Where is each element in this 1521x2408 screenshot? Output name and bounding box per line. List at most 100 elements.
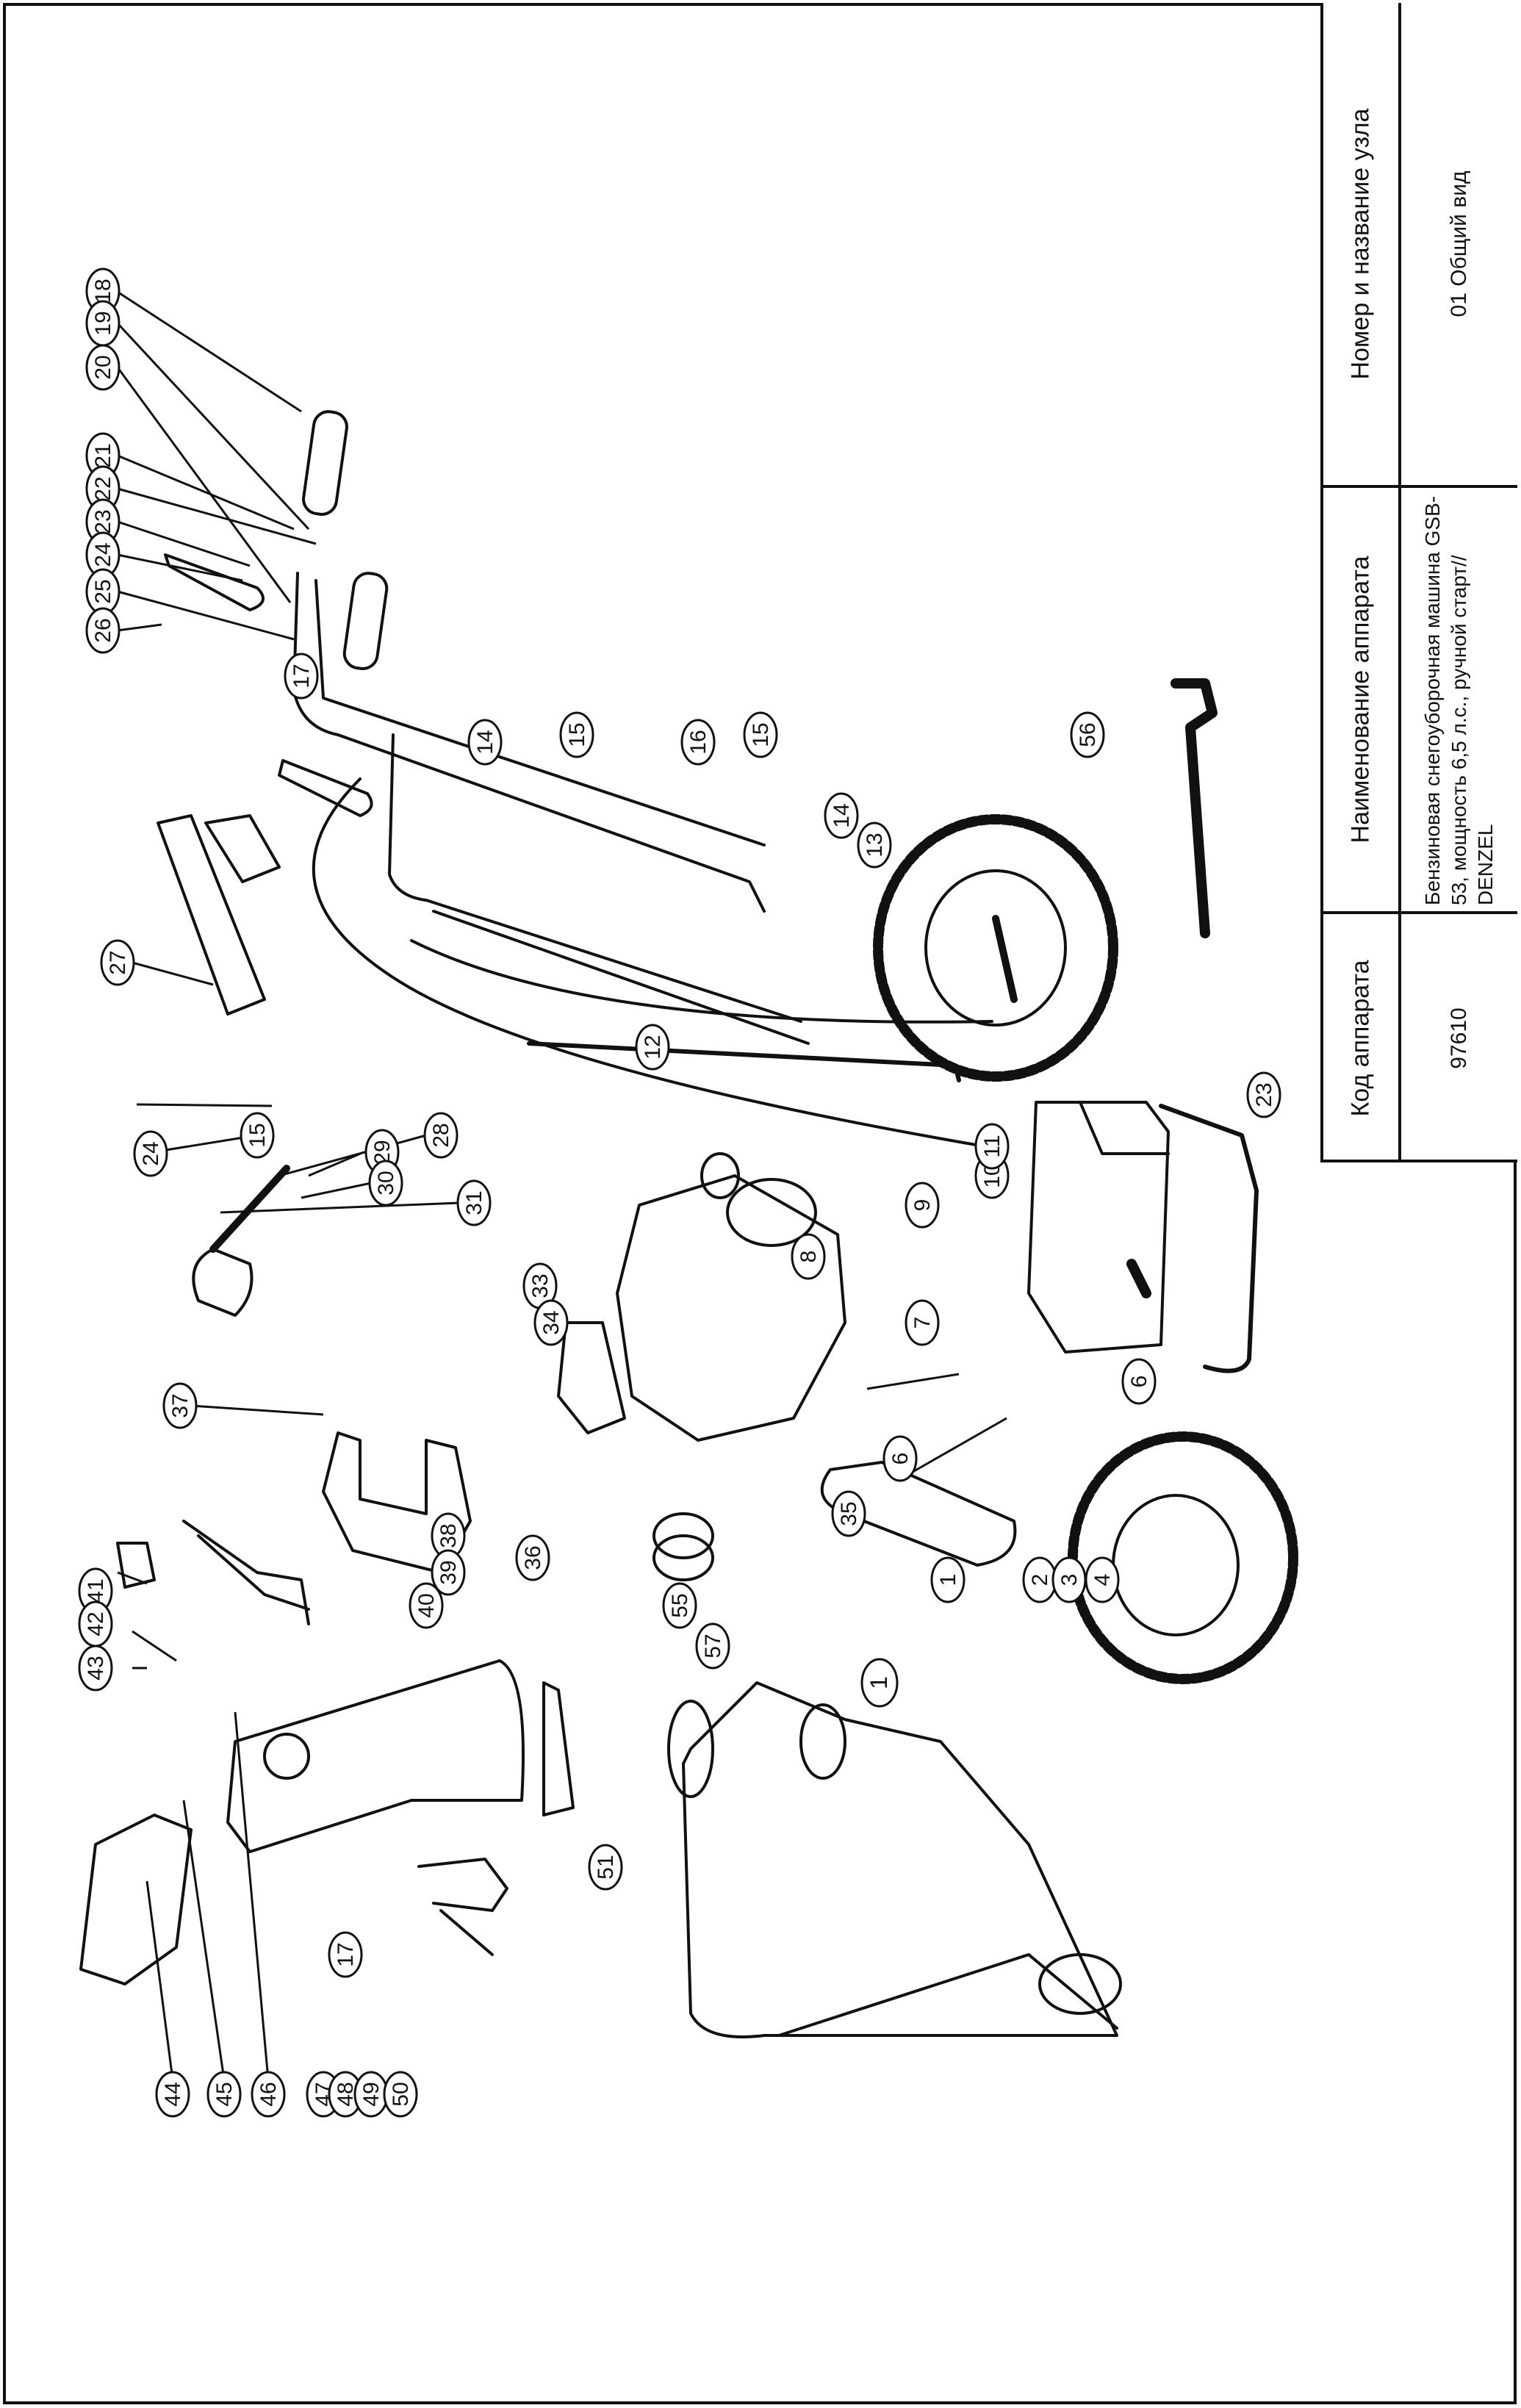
assembly-header: Номер и название узла (1346, 108, 1375, 380)
callout-circle (824, 792, 859, 839)
device-code-value-cell: 97610 (1401, 914, 1517, 1162)
callout-circle (431, 1549, 466, 1596)
callout-circle (162, 1382, 198, 1429)
callout-label: 46 (256, 2082, 281, 2106)
chute-wire-clip (417, 1858, 508, 1956)
callout-circle (85, 344, 121, 391)
callout-45: 45 (206, 2071, 242, 2118)
hand-grip (302, 410, 348, 516)
callout-circle (456, 1179, 492, 1226)
title-block: Номер и название узла Наименование аппар… (1320, 3, 1517, 1162)
callout-label: 8 (797, 1251, 821, 1263)
callout-circle (680, 719, 716, 766)
control-lever (164, 553, 265, 611)
callout-21: 21 (85, 432, 121, 479)
callout-51: 51 (588, 1844, 623, 1891)
callout-label: 45 (212, 2082, 237, 2106)
callout-label: 18 (91, 278, 115, 303)
title-block-headers: Номер и название узла Наименование аппар… (1323, 3, 1401, 1160)
callout-circle (328, 1931, 363, 1978)
callout-36: 36 (515, 1534, 550, 1581)
callout-label: 7 (910, 1317, 935, 1329)
callout-label: 13 (863, 833, 887, 857)
callout-label: 1 (936, 1574, 960, 1586)
callout-label: 31 (462, 1190, 486, 1215)
callout-circle (831, 1490, 866, 1537)
callout-label: 50 (389, 2082, 413, 2106)
callout-2: 2 (1022, 1556, 1057, 1603)
callout-label: 2 (1028, 1574, 1052, 1586)
callout-6: 6 (882, 1435, 918, 1482)
callout-circle (930, 1556, 966, 1603)
svg-text:1: 1 (866, 1676, 892, 1689)
callout-label: 4 (1090, 1574, 1115, 1586)
callout-circle (743, 711, 778, 758)
callout-circle (78, 1645, 113, 1692)
callout-30: 30 (368, 1160, 403, 1207)
callout-42: 42 (78, 1600, 113, 1647)
callout-circle (1070, 711, 1105, 758)
callout-label: 40 (414, 1593, 439, 1617)
chute-deflector (79, 1814, 193, 1985)
callout-label: 41 (84, 1578, 108, 1603)
callout-label: 21 (91, 443, 115, 467)
callout-label: 17 (290, 664, 314, 688)
callout-circle (533, 1299, 569, 1346)
callout-35: 35 (831, 1490, 866, 1537)
callout-label: 27 (106, 950, 130, 974)
hand-grip-2 (342, 572, 389, 670)
callout-9: 9 (905, 1182, 940, 1229)
callout-circle (467, 719, 503, 766)
device-name-header-cell: Наименование аппарата (1323, 488, 1398, 914)
callout-12: 12 (635, 1024, 670, 1071)
handle-bracket (157, 814, 266, 1016)
control-cable (312, 777, 986, 1148)
belt-cover (322, 1431, 472, 1574)
callout-26: 26 (85, 607, 121, 654)
callout-8: 8 (791, 1233, 826, 1280)
callout-40: 40 (409, 1582, 444, 1629)
callout-label: 11 (980, 1135, 1004, 1157)
callout-circle (383, 2071, 418, 2118)
callout-43: 43 (78, 1645, 113, 1692)
callout-55: 55 (662, 1582, 697, 1629)
callout-7: 7 (905, 1299, 940, 1346)
callout-label: 23 (91, 509, 115, 533)
callout-circle (882, 1435, 918, 1482)
lower-handle-bar-inner (432, 910, 810, 1045)
callout-circle (905, 1182, 940, 1229)
callout-3: 3 (1051, 1556, 1087, 1603)
callout-label: 17 (334, 1942, 358, 1966)
callout-label: 19 (91, 311, 115, 335)
callout-circle (695, 1622, 730, 1670)
callout-label: 16 (686, 730, 711, 754)
callout-label: 15 (565, 722, 589, 747)
device-name-value: Бензиновая снегоуборочная машина GSB-53,… (1421, 495, 1497, 905)
callout-circle (791, 1233, 826, 1280)
callout-label: 15 (749, 722, 773, 747)
callout-label: 39 (436, 1560, 461, 1584)
callout-circle (409, 1582, 444, 1629)
assembly-header-cell: Номер и название узла (1323, 3, 1398, 488)
callout-31: 31 (456, 1179, 492, 1226)
callout-25: 25 (85, 568, 121, 615)
callout-label: 44 (161, 2082, 185, 2106)
callout-circle (423, 1112, 459, 1159)
callout-18: 18 (85, 267, 121, 315)
device-code-header: Код аппарата (1346, 960, 1375, 1117)
callout-57: 57 (695, 1622, 730, 1670)
drawing-sheet-border (3, 3, 1517, 2404)
callout-circle (515, 1534, 550, 1581)
impeller-bearing (667, 1700, 714, 1798)
callout-label: 6 (1127, 1376, 1151, 1388)
callout-label: 34 (539, 1310, 564, 1334)
engine-guard-plate (557, 1321, 626, 1434)
control-cable-2 (410, 939, 993, 1024)
control-lever-2 (278, 759, 373, 817)
callout-label: 57 (701, 1634, 725, 1658)
callout-20: 20 (85, 344, 121, 391)
callout-label: 15 (245, 1123, 270, 1147)
callout-24: 24 (133, 1130, 168, 1177)
callout-label: 22 (91, 476, 115, 500)
